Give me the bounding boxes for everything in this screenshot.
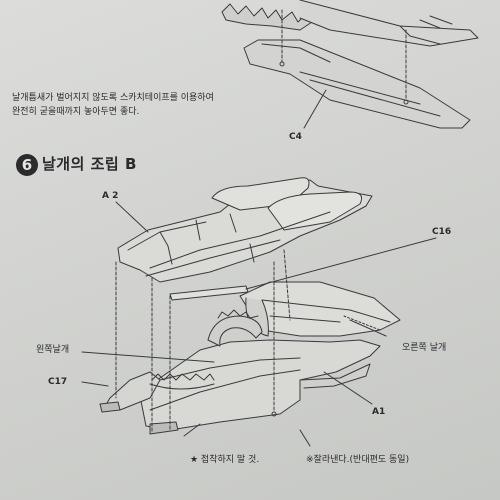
part-label-c4: C4	[289, 132, 302, 142]
step-number-badge: 6	[16, 154, 38, 176]
step-number: 6	[21, 156, 33, 174]
part-label-a1: A1	[372, 407, 386, 417]
cut-note: ※잘라낸다.(반대편도 동일)	[306, 455, 410, 465]
part-label-c17: C17	[48, 377, 68, 387]
step-title: 날개의 조립 B	[42, 155, 137, 173]
top-wing-diagram	[221, 0, 479, 129]
no-glue-note: ★ 접착하지 말 것.	[190, 455, 260, 465]
part-label-right-wing: 오른쪽 날개	[402, 343, 447, 353]
part-label-a2: A 2	[102, 191, 119, 201]
part-label-c16: C16	[432, 227, 452, 237]
part-label-left-wing: 왼쪽날개	[36, 345, 70, 355]
wing-assembly-diagram	[81, 177, 437, 447]
assembly-note-line1: 날개틈새가 벌어지지 않도록 스카치테이프를 이용하여	[12, 93, 214, 103]
assembly-note-line2: 완전히 굳을때까지 놓아두면 좋다.	[12, 107, 140, 117]
